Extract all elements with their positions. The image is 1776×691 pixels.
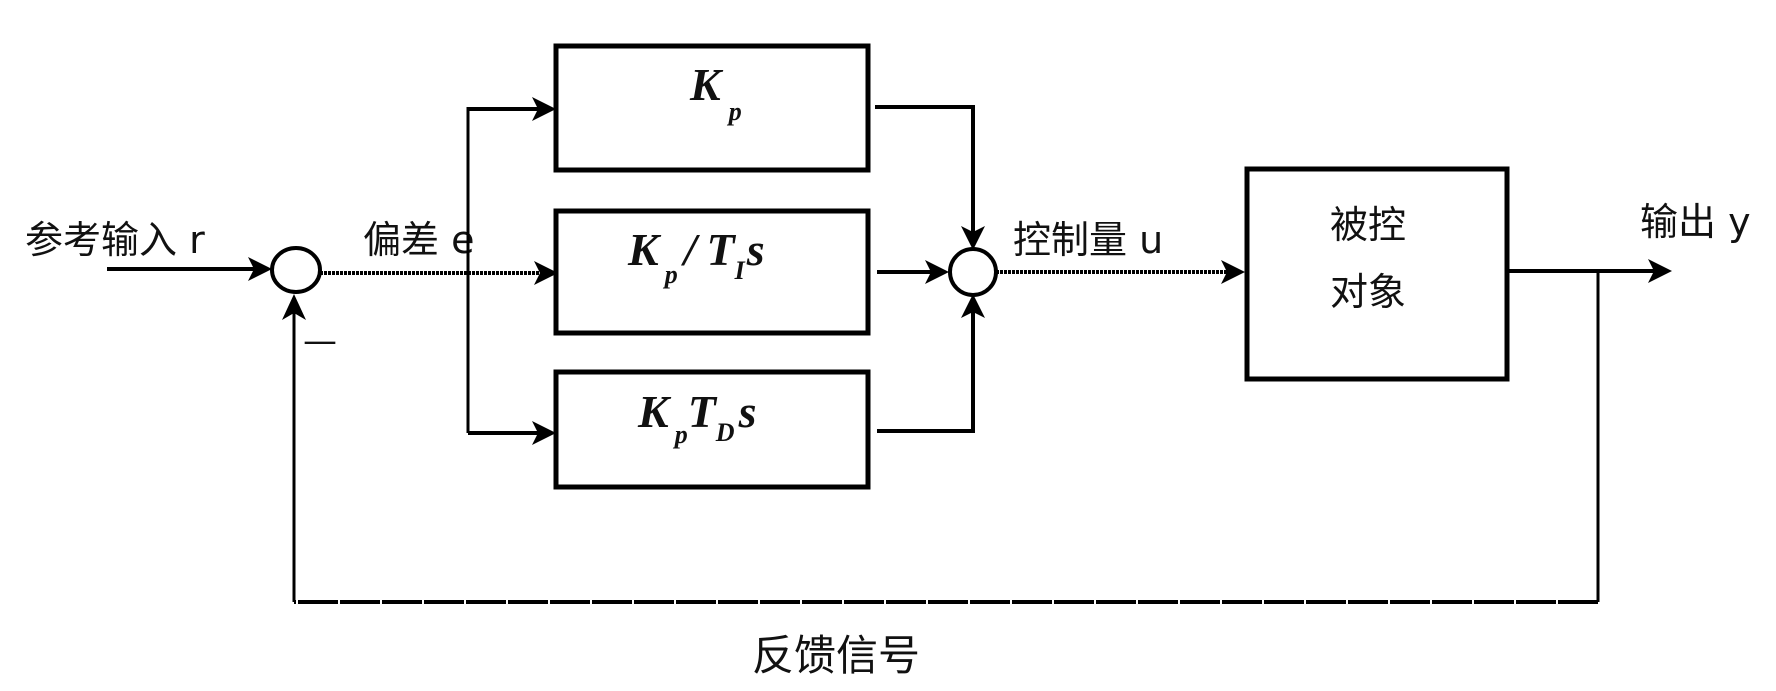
input-arrowhead xyxy=(248,257,272,281)
reference-input-label: 参考输入 r xyxy=(25,218,205,262)
derivative-output-arrowhead xyxy=(961,294,985,318)
arrowhead-proportional xyxy=(532,97,556,121)
proportional-output-arrowhead xyxy=(961,226,985,250)
proportional-block-label: Kp xyxy=(689,59,742,126)
derivative-output-line xyxy=(877,310,975,433)
error-arrowhead-integral xyxy=(534,261,558,285)
feedback-arrowhead xyxy=(282,294,306,320)
plant-block xyxy=(1244,166,1510,382)
feedback-label: 反馈信号 xyxy=(752,631,920,680)
proportional-output-line xyxy=(875,105,975,234)
plant-label-line1: 被控 xyxy=(1330,203,1406,247)
integral-output-arrowhead xyxy=(925,260,949,284)
proportional-block xyxy=(553,43,871,173)
control-signal-label: 控制量 u xyxy=(1013,218,1163,262)
arrowhead-derivative xyxy=(532,421,556,445)
output-label: 输出 y xyxy=(1640,200,1751,244)
integral-block xyxy=(553,208,871,336)
summing-junction-control xyxy=(948,247,998,297)
minus-sign: — xyxy=(303,321,337,361)
error-label: 偏差 e xyxy=(363,218,474,262)
derivative-block xyxy=(553,369,871,490)
plant-label-line2: 对象 xyxy=(1330,270,1406,314)
control-signal-arrowhead xyxy=(1221,260,1245,284)
summing-junction-error xyxy=(270,246,322,294)
output-arrowhead xyxy=(1648,259,1672,283)
